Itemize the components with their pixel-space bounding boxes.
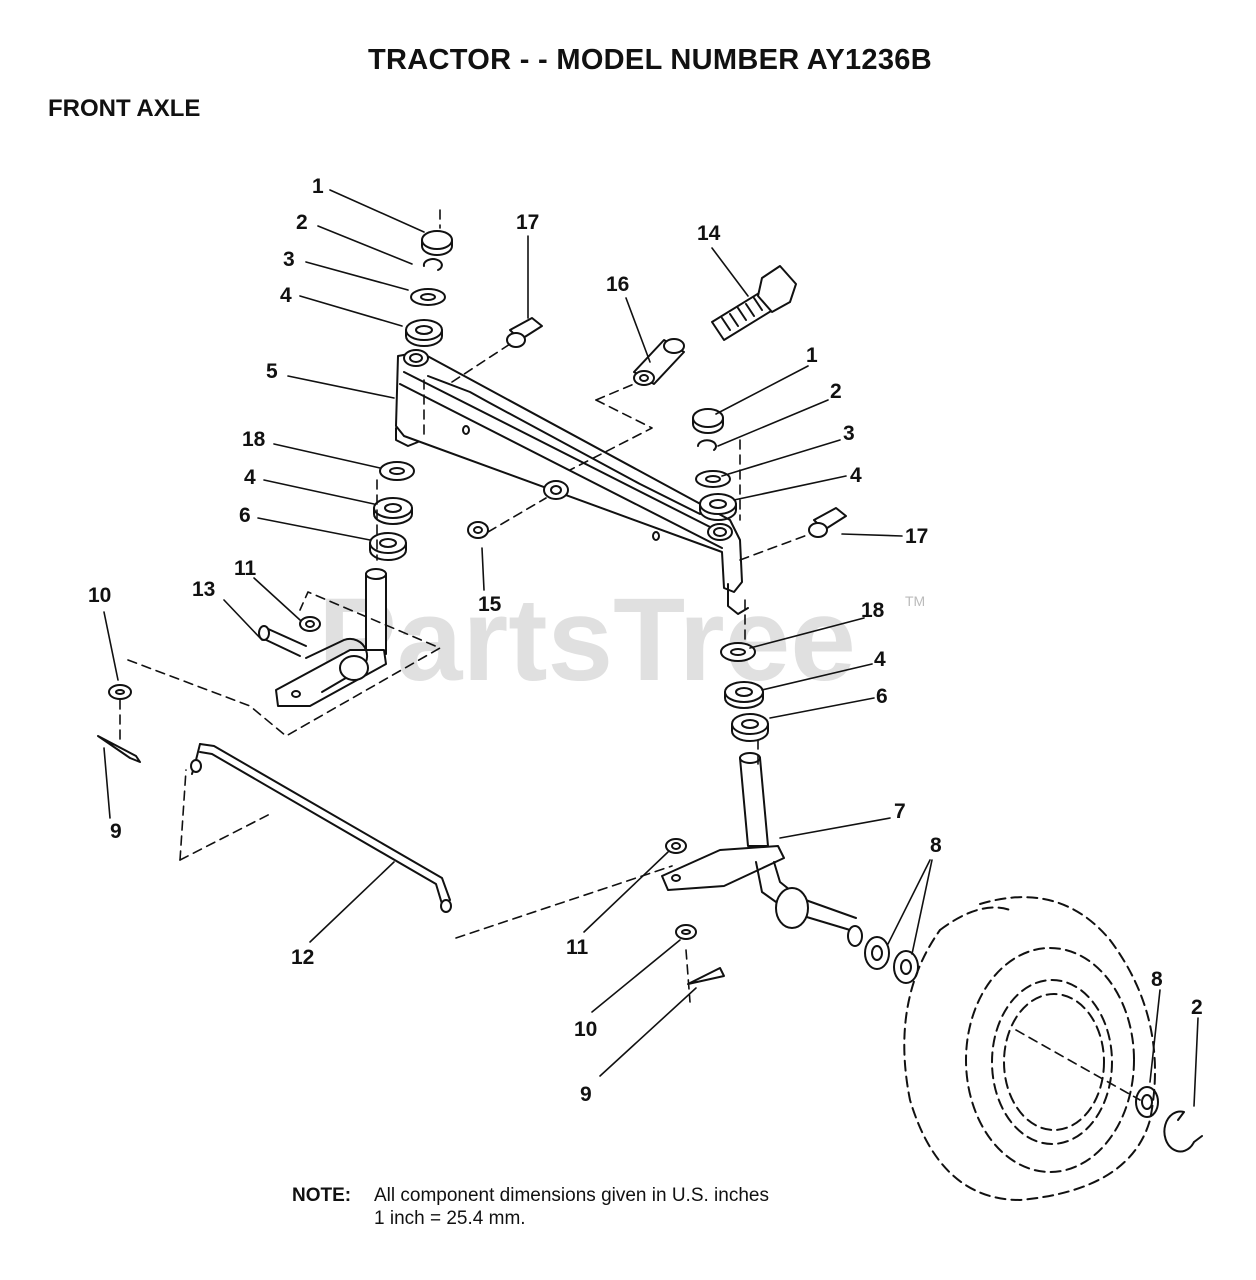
left-washer-lower xyxy=(379,461,415,481)
callout-2-right: 2 xyxy=(830,380,842,403)
note-body: All component dimensions given in U.S. i… xyxy=(374,1184,769,1230)
callout-4-left-lower: 4 xyxy=(244,466,256,489)
spacer-washer-b xyxy=(893,950,919,984)
watermark-tm: TM xyxy=(905,593,925,609)
callout-5-axle: 5 xyxy=(266,360,278,383)
callout-1-right: 1 xyxy=(806,344,818,367)
note-line-1: All component dimensions given in U.S. i… xyxy=(374,1185,769,1206)
left-cap xyxy=(421,230,453,256)
callout-7: 7 xyxy=(894,800,906,823)
pivot-nut xyxy=(467,521,489,539)
callout-2-wheel: 2 xyxy=(1191,996,1203,1019)
callout-4-right-upper: 4 xyxy=(850,464,862,487)
callout-16: 16 xyxy=(606,273,629,296)
callout-17-left: 17 xyxy=(516,211,539,234)
front-wheel xyxy=(903,896,1156,1201)
page-title: TRACTOR - - MODEL NUMBER AY1236B xyxy=(368,44,932,76)
right-cotter-pin xyxy=(687,967,725,985)
left-grease-fitting xyxy=(506,317,543,348)
callout-9-left: 9 xyxy=(110,820,122,843)
right-spindle xyxy=(661,752,863,947)
callout-12: 12 xyxy=(291,946,314,969)
watermark-text: PartsTree xyxy=(318,574,856,706)
phantom-lines xyxy=(119,209,1141,1101)
callout-10-right: 10 xyxy=(574,1018,597,1041)
callout-6-left: 6 xyxy=(239,504,251,527)
right-washer-lower xyxy=(720,642,756,662)
callout-18-right: 18 xyxy=(861,599,885,622)
callout-14: 14 xyxy=(697,222,721,245)
callout-3-right: 3 xyxy=(843,422,855,445)
callout-11-right: 11 xyxy=(566,936,589,959)
dimension-note: NOTE: All component dimensions given in U… xyxy=(292,1184,769,1230)
callout-18-left: 18 xyxy=(242,428,266,451)
axle-pivot-bolt xyxy=(711,265,797,341)
callout-4-right-lower: 4 xyxy=(874,648,886,671)
callout-2-left: 2 xyxy=(296,211,308,234)
callout-6-right: 6 xyxy=(876,685,888,708)
section-heading: FRONT AXLE xyxy=(48,95,201,122)
axle-beam xyxy=(395,349,749,615)
callout-11-left: 11 xyxy=(234,557,257,580)
callout-8-wheel: 8 xyxy=(1151,968,1163,991)
right-washer-10 xyxy=(675,924,697,940)
note-line-2: 1 inch = 25.4 mm. xyxy=(374,1208,526,1229)
right-bushing-lower xyxy=(724,681,764,709)
callout-leaders xyxy=(103,189,1199,1107)
left-bearing xyxy=(369,532,407,561)
right-snap-ring xyxy=(697,439,717,451)
left-bushing-upper xyxy=(405,319,443,347)
spacer-washer-a xyxy=(864,936,890,970)
callout-13: 13 xyxy=(192,578,215,601)
callout-10-left: 10 xyxy=(88,584,111,607)
left-spindle xyxy=(258,568,387,707)
left-snap-ring xyxy=(422,258,443,271)
callout-4-left-upper: 4 xyxy=(280,284,292,307)
left-washer-upper xyxy=(410,288,446,306)
callout-1-left: 1 xyxy=(312,175,324,198)
callout-numbers: 1 2 3 4 5 18 4 6 17 16 14 1 2 3 4 17 15 … xyxy=(88,175,1203,1106)
callout-9-right: 9 xyxy=(580,1083,592,1106)
callout-15: 15 xyxy=(478,593,502,616)
left-cotter-pin xyxy=(97,735,141,763)
right-bearing xyxy=(731,713,769,742)
spacer-tube xyxy=(633,338,685,386)
left-bushing-lower xyxy=(373,497,413,525)
note-label: NOTE: xyxy=(292,1185,352,1206)
callout-8-upper: 8 xyxy=(930,834,942,857)
right-washer-upper xyxy=(695,470,731,488)
left-nut xyxy=(299,616,321,632)
callout-17-right: 17 xyxy=(905,525,928,548)
right-bushing-upper xyxy=(699,493,737,521)
right-nut xyxy=(665,838,687,854)
left-washer-10 xyxy=(108,684,132,700)
wheel-retaining-clip xyxy=(1163,1110,1203,1153)
tie-rod xyxy=(190,743,452,913)
right-grease-fitting xyxy=(808,507,847,538)
callout-3-left: 3 xyxy=(283,248,295,271)
